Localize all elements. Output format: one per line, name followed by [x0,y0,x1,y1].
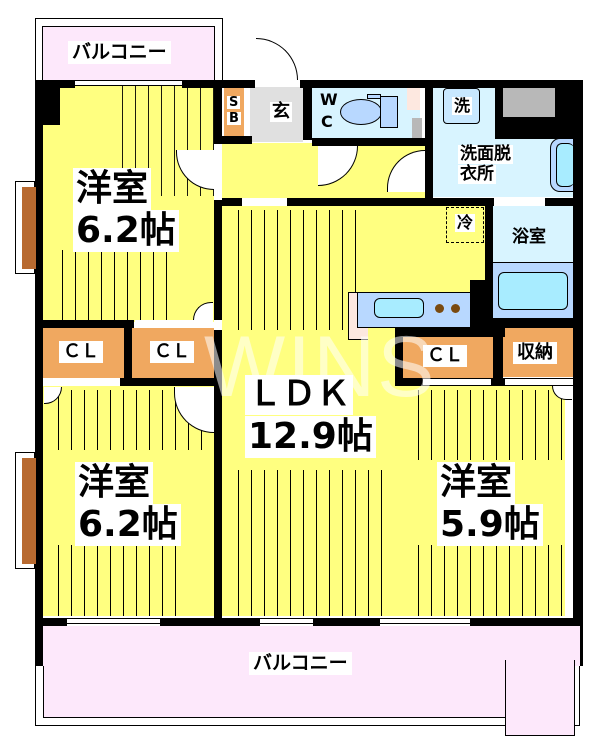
wall [214,136,252,144]
closet-left-door-strip[interactable] [45,378,120,386]
window-bottom-ldk[interactable] [260,618,313,624]
wall [313,618,380,626]
kitchen-sink-icon [374,298,424,318]
room-name-upper-left: 洋室 [73,168,152,210]
window-bottom-right[interactable] [380,618,470,624]
room-size-ldk: 12.9帖 [245,416,376,458]
toilet-tank-icon [380,96,398,128]
wall [312,138,430,146]
storage-label: 収納 [513,342,557,364]
closet-door-strip[interactable] [423,379,491,385]
balcony-bottom-label: バルコニー [249,652,352,675]
balcony-bottom-corner [505,660,575,736]
washbasin-bowl-icon [556,143,574,187]
room-size-right: 5.9帖 [437,504,543,546]
side-window-upper-frame [22,187,36,269]
refrigerator-space [446,207,484,243]
wall [214,200,222,320]
flooring-pattern [50,250,170,320]
wall [287,198,494,206]
bathroom-label: 浴室 [512,227,546,247]
wall [124,320,132,386]
wall [42,320,134,328]
wall [214,80,222,136]
front-door-swing[interactable] [256,38,298,80]
flooring-pattern [226,210,356,330]
closet-right-label: ＣＬ [423,345,467,367]
stove-burner-icon [451,304,460,313]
wall [555,87,573,117]
wall [470,280,490,330]
window-top-left[interactable] [75,80,182,86]
room-name-right: 洋室 [437,462,516,504]
entrance-label: 玄 [270,101,292,122]
toilet-lid-icon [367,94,381,99]
washing-machine-label: 洗 [452,96,473,115]
wall [495,117,573,139]
wall [493,328,503,386]
wall [214,330,222,618]
wall [495,87,503,117]
toilet-bowl-icon [340,99,382,125]
shoe-box-label-1: S [227,95,241,110]
toilet-label-2: C [321,112,333,131]
wall [470,618,583,626]
wall [493,318,573,328]
washroom-label-2: 衣所 [458,164,496,184]
wall [35,80,43,645]
shoe-box-label-2: B [227,111,241,126]
wall [120,378,214,386]
room-size-upper-left: 6.2帖 [73,210,179,252]
toilet-label-1: W [320,90,338,109]
room-size-lower-left: 6.2帖 [75,504,181,546]
shaft-grey [503,88,555,118]
balcony-top-label: バルコニー [68,41,171,64]
refrigerator-label: 冷 [455,213,476,232]
pipe-shaft [412,118,422,138]
closet-left-2-label: ＣＬ [150,341,194,363]
wall [303,80,312,140]
stove-burner-icon [435,304,444,313]
wall [573,80,583,665]
side-window-lower-frame [22,458,36,564]
wall [35,80,60,125]
flooring-pattern [406,545,562,616]
closet-left-1-label: ＣＬ [59,341,103,363]
flooring-pattern [226,470,394,616]
wall [222,198,242,206]
bathtub-basin-icon [498,272,568,310]
flooring-pattern [406,390,562,460]
washing-machine-pan [443,88,480,124]
wall [425,80,433,200]
window-bottom-left[interactable] [67,618,160,624]
storage-door-strip[interactable] [505,379,573,385]
wall [160,618,260,626]
wall [395,328,505,337]
wall [395,328,403,386]
room-name-lower-left: 洋室 [75,462,154,504]
washroom-label-1: 洗面脱 [458,144,513,164]
wall [485,198,493,328]
flooring-pattern [46,545,186,616]
room-name-ldk: ＬＤＫ [245,375,353,415]
wall [545,198,575,206]
closet-left2-door-strip[interactable] [135,320,213,328]
wall [300,80,583,88]
pipe-space [407,88,420,110]
